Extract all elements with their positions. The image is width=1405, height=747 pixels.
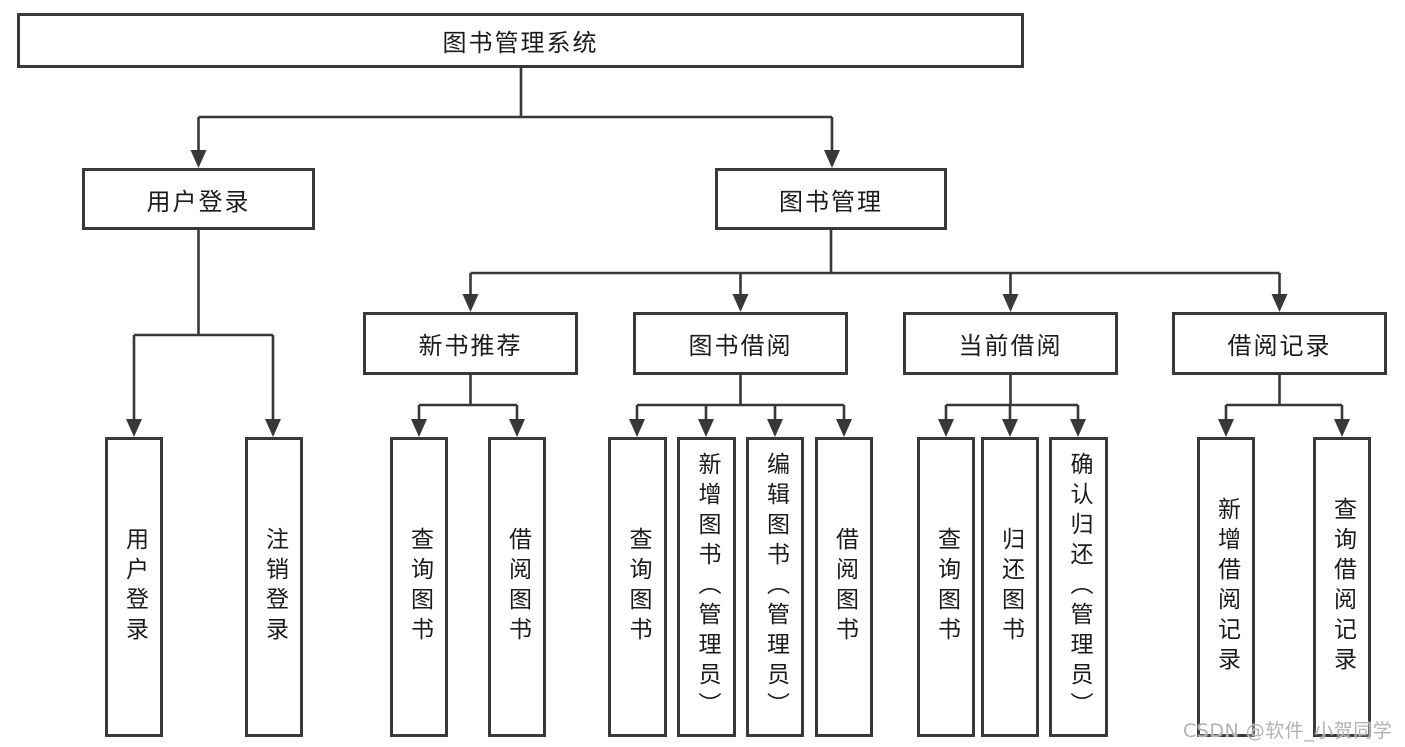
node-book-management: 图书管理 (715, 168, 947, 230)
node-current-borrow: 当前借阅 (903, 312, 1118, 375)
leaf-query-books-3-label: 查询图书 (933, 527, 960, 647)
connector-borrow-record-branch (1218, 375, 1350, 437)
leaf-user-login: 用户登录 (105, 437, 163, 737)
leaf-query-books-2-label: 查询图书 (625, 527, 651, 647)
leaf-query-books-3: 查询图书 (917, 437, 975, 737)
leaf-query-books-1-label: 查询图书 (406, 527, 433, 647)
leaf-add-borrow-record: 新增借阅记录 (1197, 437, 1255, 737)
leaf-borrow-books-1-label: 借阅图书 (504, 527, 531, 647)
leaf-logout-label: 注销登录 (261, 527, 288, 647)
connector-book-management-branch (462, 230, 1288, 312)
node-root-label: 图书管理系统 (442, 29, 599, 57)
node-new-book-recommend: 新书推荐 (363, 312, 578, 375)
node-borrow-records: 借阅记录 (1172, 312, 1387, 375)
connector-current-borrow-branch (938, 375, 1086, 437)
leaf-return-book-label: 归还图书 (997, 527, 1024, 647)
leaf-add-book-admin: 新增图书（管理员） (677, 437, 736, 737)
leaf-query-borrow-record: 查询借阅记录 (1313, 437, 1371, 737)
connector-new-book-branch (411, 375, 525, 437)
leaf-query-books-2: 查询图书 (608, 437, 667, 737)
leaf-borrow-books-2: 借阅图书 (815, 437, 873, 737)
node-new-book-recommend-label: 新书推荐 (418, 332, 523, 360)
leaf-edit-book-admin: 编辑图书（管理员） (746, 437, 804, 737)
node-book-borrow: 图书借阅 (633, 312, 848, 375)
leaf-add-borrow-record-label: 新增借阅记录 (1213, 497, 1240, 677)
node-user-login-label: 用户登录 (146, 187, 251, 216)
connector-book-borrow-branch (629, 375, 852, 437)
leaf-query-borrow-record-label: 查询借阅记录 (1329, 497, 1356, 677)
leaf-confirm-return-admin: 确认归还（管理员） (1049, 437, 1108, 737)
leaf-return-book: 归还图书 (981, 437, 1039, 737)
leaf-logout: 注销登录 (245, 437, 303, 737)
node-root: 图书管理系统 (17, 13, 1024, 68)
leaf-borrow-books-1: 借阅图书 (488, 437, 546, 737)
node-current-borrow-label: 当前借阅 (958, 332, 1063, 360)
leaf-query-books-1: 查询图书 (390, 437, 448, 737)
node-user-login: 用户登录 (82, 168, 315, 230)
leaf-add-book-admin-label: 新增图书（管理员） (694, 452, 720, 722)
leaf-confirm-return-admin-label: 确认归还（管理员） (1066, 452, 1092, 722)
leaf-borrow-books-2-label: 借阅图书 (831, 527, 858, 647)
leaf-edit-book-admin-label: 编辑图书（管理员） (762, 452, 789, 722)
node-book-management-label: 图书管理 (779, 187, 883, 216)
leaf-user-login-label: 用户登录 (121, 527, 148, 647)
connector-user-login-branch (126, 230, 281, 437)
connector-root-to-level2 (190, 68, 840, 168)
node-borrow-records-label: 借阅记录 (1227, 332, 1332, 360)
node-book-borrow-label: 图书借阅 (688, 332, 793, 360)
